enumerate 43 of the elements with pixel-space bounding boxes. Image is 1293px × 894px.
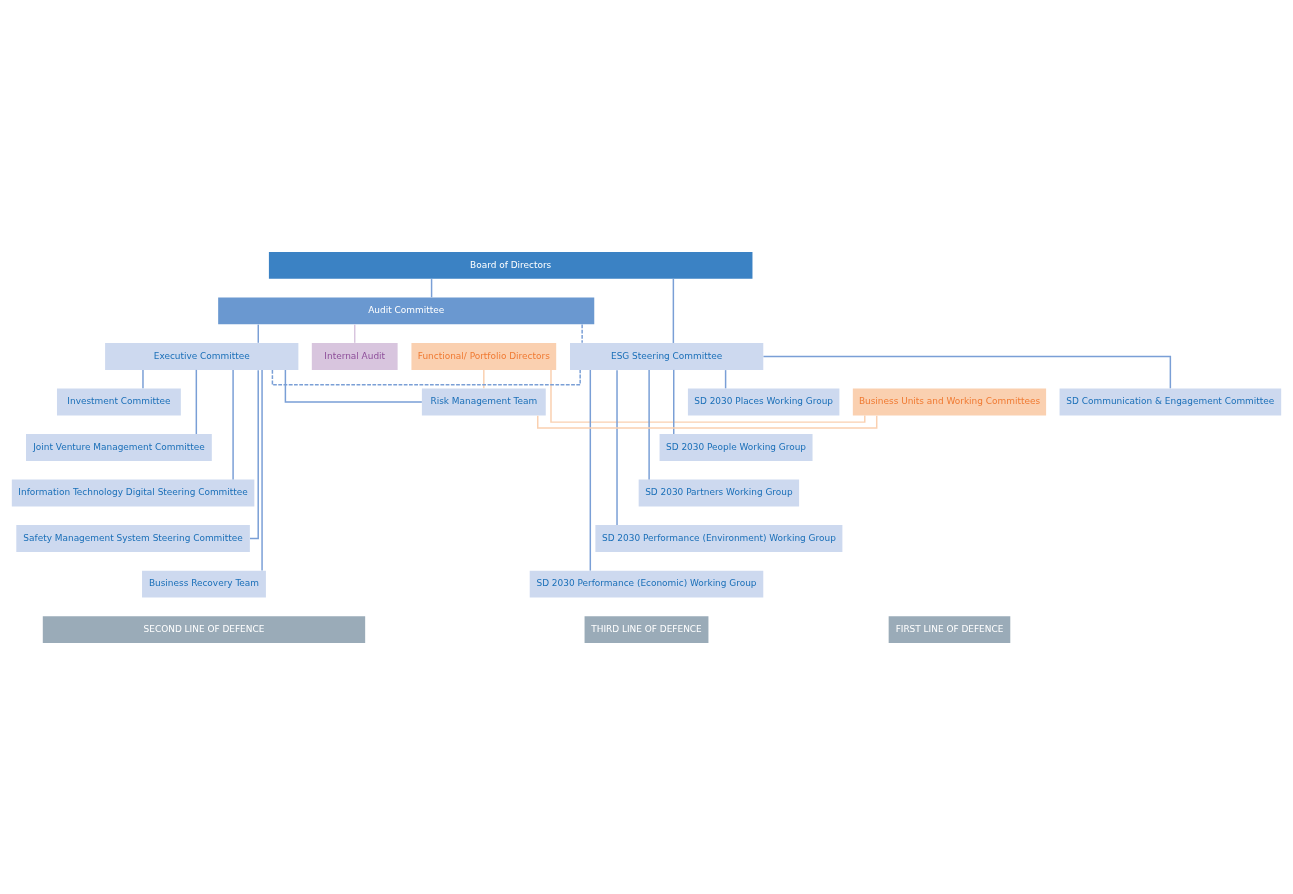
connector xyxy=(430,277,433,298)
connector xyxy=(724,368,727,389)
connector xyxy=(483,368,485,389)
connector xyxy=(249,368,259,539)
connector xyxy=(550,368,866,423)
connector xyxy=(581,323,583,344)
node-box: ESG Steering Committee xyxy=(570,342,764,370)
connector xyxy=(589,368,592,571)
connector xyxy=(648,368,650,480)
node-box: Risk Management Team xyxy=(421,388,546,415)
node-box: SD 2030 Partners Working Group xyxy=(638,479,800,506)
connector xyxy=(353,323,356,344)
node-box: FIRST LINE OF DEFENCE xyxy=(888,615,1011,643)
connector xyxy=(261,368,263,571)
node-box: Functional/ Portfolio Directors xyxy=(411,342,557,370)
connector xyxy=(142,368,144,389)
node-box: Internal Audit xyxy=(311,342,398,370)
connector xyxy=(195,368,198,435)
node-box: Business Recovery Team xyxy=(142,570,266,597)
node-box: Audit Committee xyxy=(218,297,595,324)
node-box: THIRD LINE OF DEFENCE xyxy=(584,615,709,643)
connector xyxy=(271,368,581,386)
node-box: SD 2030 Performance (Environment) Working Group xyxy=(595,524,843,552)
node-box: SD 2030 Performance (Economic) Working Group xyxy=(529,570,764,597)
connector xyxy=(762,355,1172,389)
node-box: Executive Committee xyxy=(105,342,299,370)
node-box: Information Technology Digital Steering Committee xyxy=(11,479,255,506)
node-box: Investment Committee xyxy=(56,388,181,415)
node-box: SD 2030 Places Working Group xyxy=(687,388,840,415)
node-box: Business Units and Working Committees xyxy=(852,388,1047,415)
node-box: SECOND LINE OF DEFENCE xyxy=(42,615,366,643)
connector xyxy=(673,368,675,435)
connector xyxy=(232,368,234,480)
node-box: SD 2030 People Working Group xyxy=(659,433,813,461)
node-box: Joint Venture Management Committee xyxy=(26,433,212,461)
node-box: Board of Directors xyxy=(268,251,753,279)
connector xyxy=(284,368,423,403)
connector xyxy=(672,277,675,344)
connector xyxy=(537,414,878,429)
node-box: SD Communication & Engagement Committee xyxy=(1059,388,1282,415)
connector xyxy=(257,323,259,344)
node-box: Safety Management System Steering Committee xyxy=(16,524,250,552)
connector xyxy=(616,368,618,526)
